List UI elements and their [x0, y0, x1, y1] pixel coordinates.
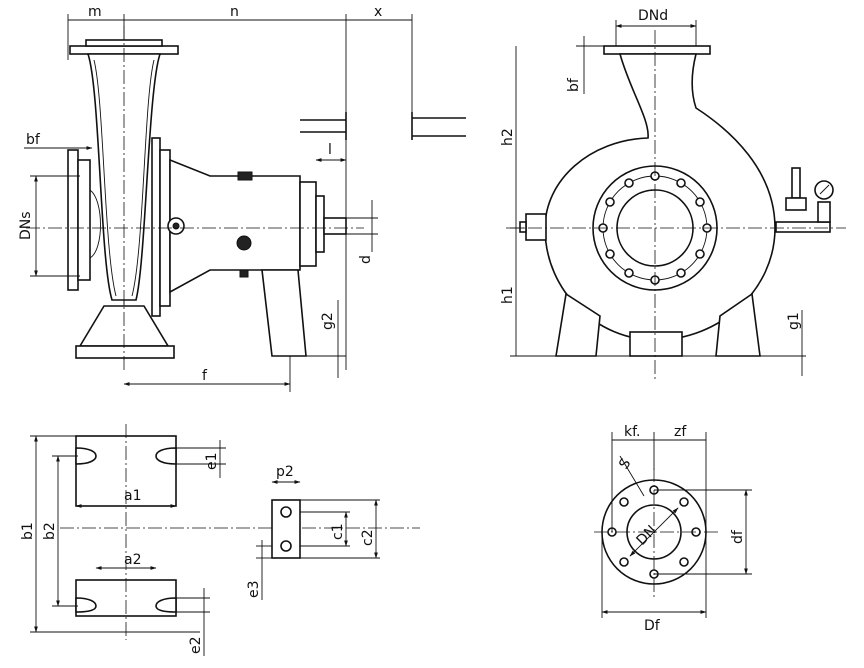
label-n: n	[230, 4, 239, 20]
label-m: m	[88, 4, 102, 20]
flange-detail	[594, 432, 752, 618]
label-bf-left: bf	[26, 132, 41, 148]
label-p2: p2	[276, 464, 294, 480]
label-dns: DNs	[18, 211, 34, 240]
label-Df: Df	[644, 618, 661, 634]
label-dnd: DNd	[638, 8, 668, 24]
label-g2: g2	[320, 312, 336, 330]
label-df: df	[730, 529, 746, 544]
label-c1: c1	[330, 523, 346, 540]
side-view	[24, 14, 466, 392]
label-kf: kf.	[624, 424, 640, 440]
label-e2: e2	[188, 636, 204, 654]
foot-plan-view	[30, 424, 420, 656]
label-s: S	[616, 456, 634, 473]
label-x: x	[374, 4, 382, 20]
label-a2: a2	[124, 552, 142, 568]
label-c2: c2	[360, 529, 376, 546]
label-b1: b1	[20, 522, 36, 540]
label-d: d	[358, 255, 374, 264]
front-view	[506, 20, 846, 380]
label-b2: b2	[42, 522, 58, 540]
label-a1: a1	[124, 488, 142, 504]
label-h2: h2	[500, 128, 516, 146]
label-e1: e1	[204, 452, 220, 470]
label-e3: e3	[246, 580, 262, 598]
label-bf-right: bf	[566, 77, 582, 92]
label-f: f	[202, 368, 208, 384]
label-g1: g1	[786, 312, 802, 330]
label-l: l	[328, 142, 332, 158]
label-zf: zf	[674, 424, 687, 440]
label-h1: h1	[500, 286, 516, 304]
